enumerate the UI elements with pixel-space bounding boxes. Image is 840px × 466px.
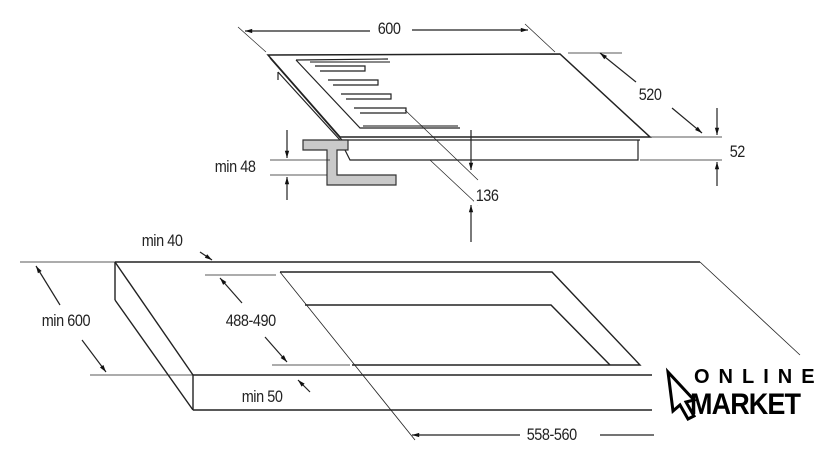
online-market-logo: ONLINE MARKET — [664, 366, 834, 424]
dim-cutout-depth: 488-490 — [224, 311, 278, 330]
burner-controls — [295, 58, 460, 129]
cursor-logo-icon — [665, 367, 697, 421]
dim-cutout-width: 558-560 — [525, 425, 579, 444]
logo-line1: ONLINE — [694, 366, 824, 388]
dim-bracket-min: min 48 — [213, 157, 258, 176]
countertop-drawing — [114, 261, 801, 441]
mounting-bracket — [302, 139, 397, 186]
logo-line2: MARKET — [690, 388, 801, 421]
dim-hob-depth: 520 — [637, 85, 664, 104]
dim-counter-depth: min 600 — [40, 311, 92, 330]
dim-clearance: 136 — [474, 186, 501, 205]
dim-hob-width: 600 — [376, 19, 403, 38]
dim-back-min: min 40 — [140, 231, 185, 250]
dim-front-min: min 50 — [240, 387, 285, 406]
hob-drawing — [266, 53, 652, 186]
dim-hob-height: 52 — [728, 142, 747, 161]
